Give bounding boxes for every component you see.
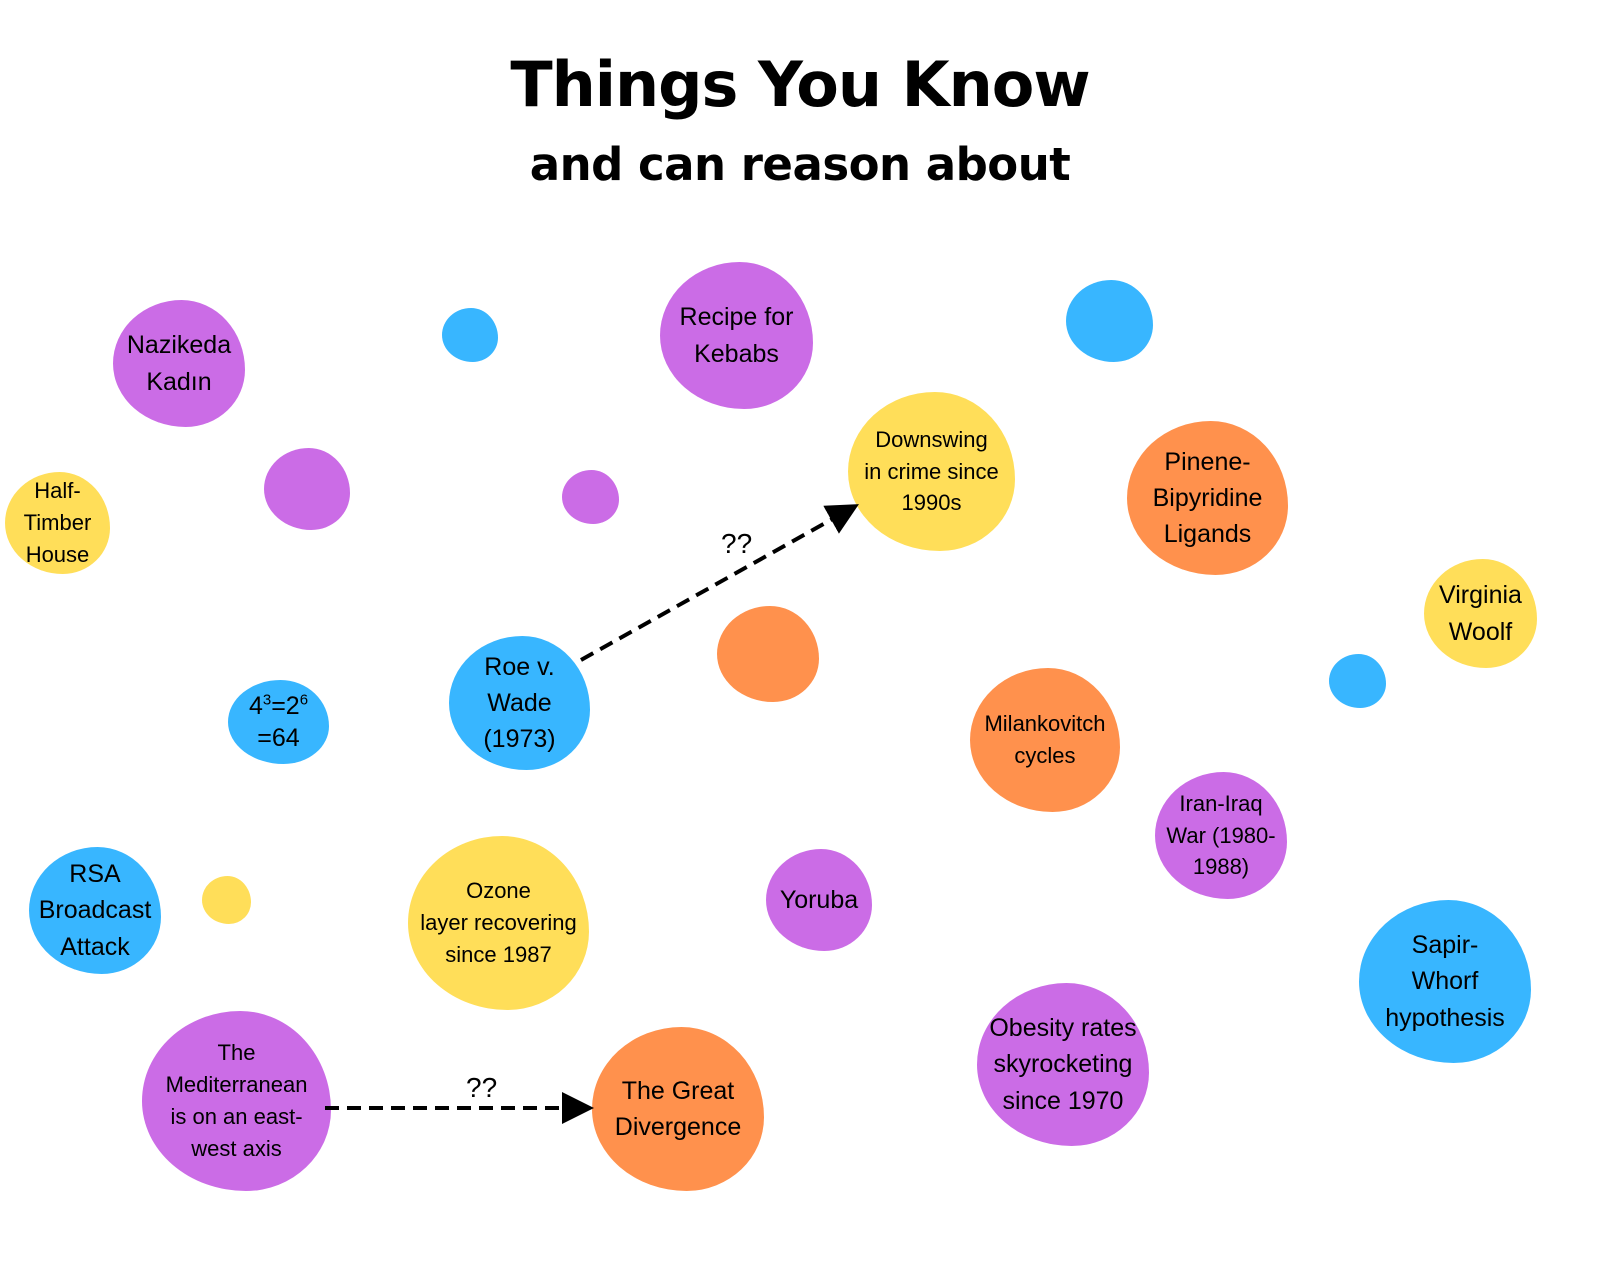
bubble-nazikeda: Nazikeda Kadın <box>113 300 245 427</box>
bubble-kebabs: Recipe for Kebabs <box>660 262 813 409</box>
bubble-ozone: Ozone layer recovering since 1987 <box>408 836 589 1010</box>
bubble-milankovitch: Milankovitch cycles <box>970 668 1120 812</box>
bubble-empty-blue <box>442 308 498 362</box>
page-title: Things You Know <box>510 48 1090 121</box>
bubble-roe: Roe v. Wade (1973) <box>449 636 590 770</box>
math-result: =64 <box>257 724 300 752</box>
arrow-label: ?? <box>721 528 753 559</box>
arrow-label: ?? <box>466 1072 498 1103</box>
bubble-math: 43=26 =64 <box>228 680 329 764</box>
bubble-empty-purple <box>264 448 350 530</box>
bubble-great-divergence: The Great Divergence <box>592 1027 764 1191</box>
bubble-sapir-whorf: Sapir- Whorf hypothesis <box>1359 900 1531 1063</box>
bubble-woolf: Virginia Woolf <box>1424 559 1537 668</box>
bubble-yoruba: Yoruba <box>766 849 872 951</box>
bubble-mediterranean: The Mediterranean is on an east- west ax… <box>142 1011 331 1191</box>
bubble-obesity: Obesity rates skyrocketing since 1970 <box>977 983 1149 1146</box>
arrow-roe-to-downswing <box>580 504 859 662</box>
page-subtitle: and can reason about <box>529 138 1071 191</box>
bubble-empty-blue <box>1329 654 1386 708</box>
bubble-empty-orange <box>717 606 819 702</box>
bubble-empty-blue <box>1066 280 1153 362</box>
bubble-pinene: Pinene- Bipyridine Ligands <box>1127 421 1288 575</box>
bubble-rsa: RSA Broadcast Attack <box>29 847 161 974</box>
math-equation: 43=26 <box>248 691 309 720</box>
bubble-empty-yellow <box>202 876 251 924</box>
bubble-empty-purple <box>562 470 619 524</box>
bubble-downswing: Downswing in crime since 1990s <box>848 392 1015 551</box>
bubble-iran-iraq: Iran-Iraq War (1980- 1988) <box>1155 772 1287 899</box>
bubble-half-timber: Half- Timber House <box>5 472 110 574</box>
